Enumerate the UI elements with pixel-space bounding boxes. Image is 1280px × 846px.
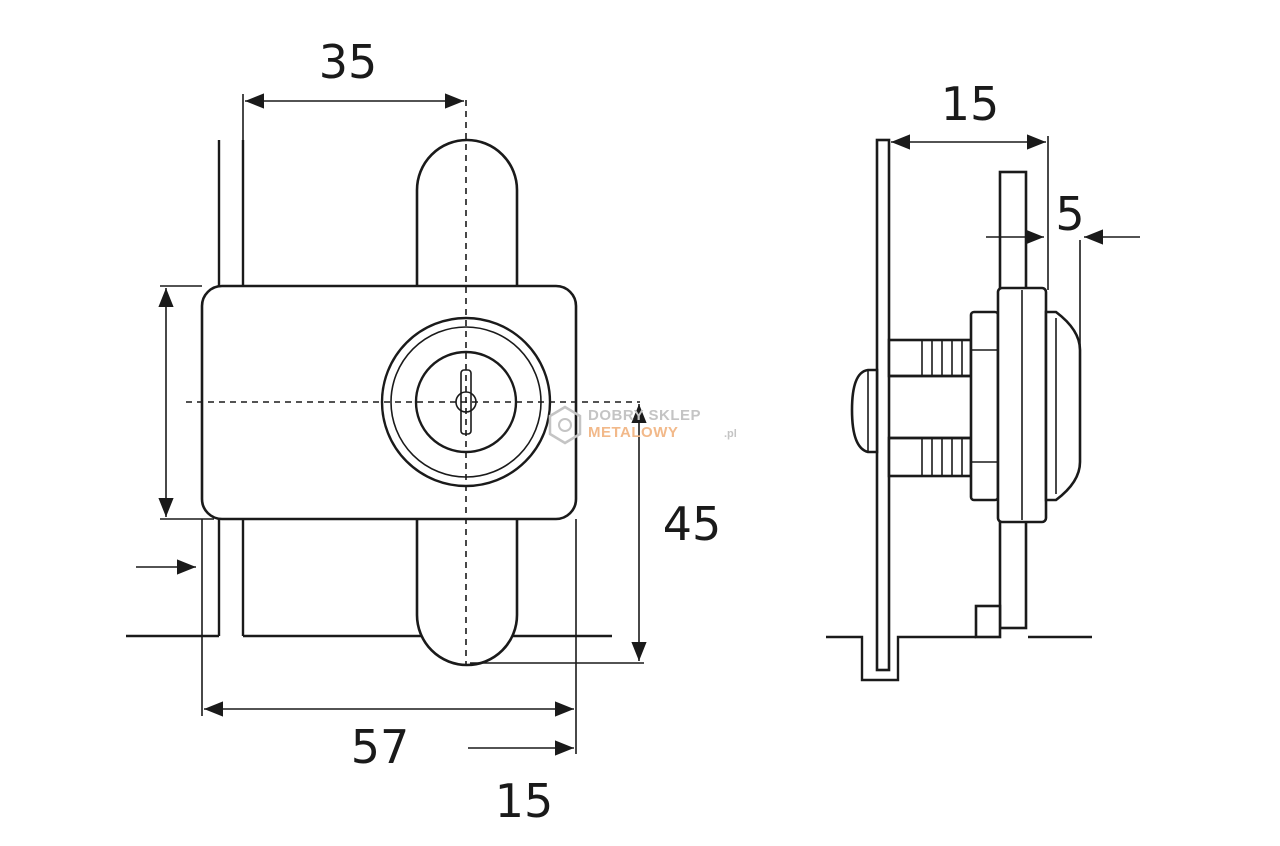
watermark: DOBRY SKLEP METALOWY .pl <box>548 405 737 445</box>
side-bolt-knob <box>850 368 879 454</box>
dim-label-45: 45 <box>663 497 722 551</box>
watermark-logo-icon <box>548 405 582 445</box>
side-front-plate <box>875 138 891 672</box>
side-lower-pin-threads <box>921 438 963 476</box>
dim-label-57: 57 <box>351 720 410 774</box>
side-foot <box>974 604 1002 639</box>
side-base-line-left <box>826 635 976 682</box>
dim-label-5: 5 <box>1055 187 1084 241</box>
side-upper-pin-threads <box>921 340 963 376</box>
side-lower-pin <box>887 436 973 478</box>
side-nut <box>969 310 1000 502</box>
side-upper-pin <box>887 338 973 378</box>
watermark-line2: METALOWY <box>588 424 678 441</box>
watermark-line1: DOBRY SKLEP <box>588 407 701 424</box>
watermark-suffix: .pl <box>724 428 737 440</box>
side-cylinder-cap <box>1044 310 1082 502</box>
dim-label-15-bottom: 15 <box>495 774 554 828</box>
dim-label-35: 35 <box>319 35 378 89</box>
front-view: 35 45 57 15 <box>126 35 721 828</box>
side-view: 15 5 <box>826 77 1140 682</box>
dim-label-15-top: 15 <box>941 77 1000 131</box>
